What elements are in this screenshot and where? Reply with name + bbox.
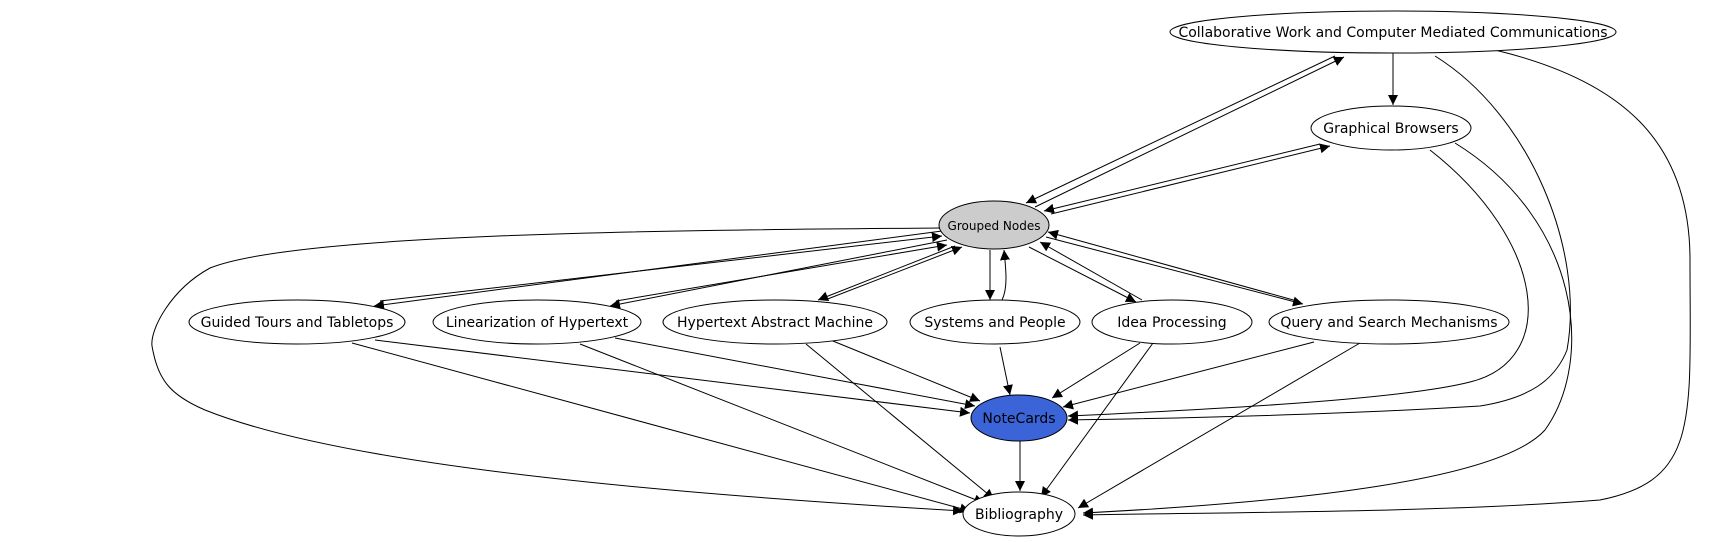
edge-grouped-to-query — [1045, 236, 1304, 307]
edge-collab-to-grouped — [1025, 55, 1336, 204]
edge-tours-to-biblio — [351, 342, 971, 514]
node-systems[interactable]: Systems and People — [909, 299, 1081, 345]
edge-grouped-to-idea — [1028, 246, 1137, 303]
node-notecards[interactable]: NoteCards — [970, 394, 1068, 442]
edge-idea-to-notecards — [1051, 342, 1141, 399]
node-biblio[interactable]: Bibliography — [962, 491, 1076, 537]
edge-systems-to-grouped — [1000, 249, 1010, 301]
edge-grouped-to-browsers — [1050, 143, 1331, 215]
edge-linear-to-grouped — [615, 241, 948, 302]
node-linear[interactable]: Linearization of Hypertext — [432, 299, 642, 345]
node-systems-shape — [909, 299, 1081, 345]
edge-idea-to-grouped — [1039, 241, 1143, 301]
edge-tours-to-grouped — [379, 232, 943, 302]
edge-idea-to-biblio — [1040, 342, 1154, 498]
node-query[interactable]: Query and Search Mechanisms — [1268, 299, 1510, 345]
node-linear-label: Linearization of Hypertext — [446, 315, 629, 331]
edge-collab-to-notecards — [1067, 55, 1571, 425]
edge-browsers-to-grouped — [1043, 143, 1321, 214]
node-idea-label: Idea Processing — [1117, 315, 1226, 331]
edge-tours-to-notecards — [374, 339, 971, 417]
edge-query-to-grouped — [1047, 229, 1298, 302]
node-idea[interactable]: Idea Processing — [1091, 299, 1253, 345]
edge-grouped-to-ham — [817, 245, 956, 301]
node-collab-shape — [1169, 10, 1617, 54]
node-ham-label: Hypertext Abstract Machine — [677, 315, 873, 331]
node-linear-shape — [432, 299, 642, 345]
node-notecards-label: NoteCards — [982, 411, 1055, 427]
edge-grouped-to-collab — [1034, 56, 1345, 208]
node-query-label: Query and Search Mechanisms — [1280, 315, 1497, 331]
edge-linear-to-biblio — [579, 343, 985, 504]
node-notecards-shape — [970, 394, 1068, 442]
node-biblio-label: Bibliography — [975, 507, 1063, 523]
edge-browsers-to-notecards — [1067, 149, 1529, 421]
edge-ham-to-biblio — [805, 343, 995, 500]
node-biblio-shape — [962, 491, 1076, 537]
node-tours-label: Guided Tours and Tabletops — [201, 315, 394, 331]
edge-grouped-to-linear — [609, 239, 948, 309]
node-browsers-label: Graphical Browsers — [1323, 121, 1458, 137]
edge-ham-to-grouped — [824, 245, 963, 301]
node-ham-shape — [662, 299, 888, 345]
edge-query-to-biblio — [1077, 342, 1361, 509]
node-browsers-shape — [1310, 105, 1472, 151]
edge-ham-to-notecards — [827, 338, 981, 402]
node-grouped-label: Grouped Nodes — [948, 219, 1041, 233]
node-tours[interactable]: Guided Tours and Tabletops — [188, 299, 406, 345]
edge-grouped-to-biblio — [151, 227, 964, 516]
edges — [151, 49, 1691, 520]
edge-browsers-to-biblio — [1082, 142, 1573, 518]
nodes: Collaborative Work and Computer Mediated… — [188, 10, 1617, 537]
edge-linear-to-notecards — [614, 337, 976, 410]
node-collab-label: Collaborative Work and Computer Mediated… — [1178, 25, 1607, 41]
edge-query-to-notecards — [1062, 341, 1315, 410]
node-idea-shape — [1091, 299, 1253, 345]
edge-systems-to-notecards — [999, 346, 1013, 396]
node-tours-shape — [188, 299, 406, 345]
node-ham[interactable]: Hypertext Abstract Machine — [662, 299, 888, 345]
node-collab[interactable]: Collaborative Work and Computer Mediated… — [1169, 10, 1617, 54]
edge-collab-to-biblio — [1082, 49, 1691, 520]
node-browsers[interactable]: Graphical Browsers — [1310, 105, 1472, 151]
node-query-shape — [1268, 299, 1510, 345]
node-grouped[interactable]: Grouped Nodes — [938, 200, 1050, 250]
node-grouped-shape — [938, 200, 1050, 250]
node-systems-label: Systems and People — [924, 315, 1065, 331]
